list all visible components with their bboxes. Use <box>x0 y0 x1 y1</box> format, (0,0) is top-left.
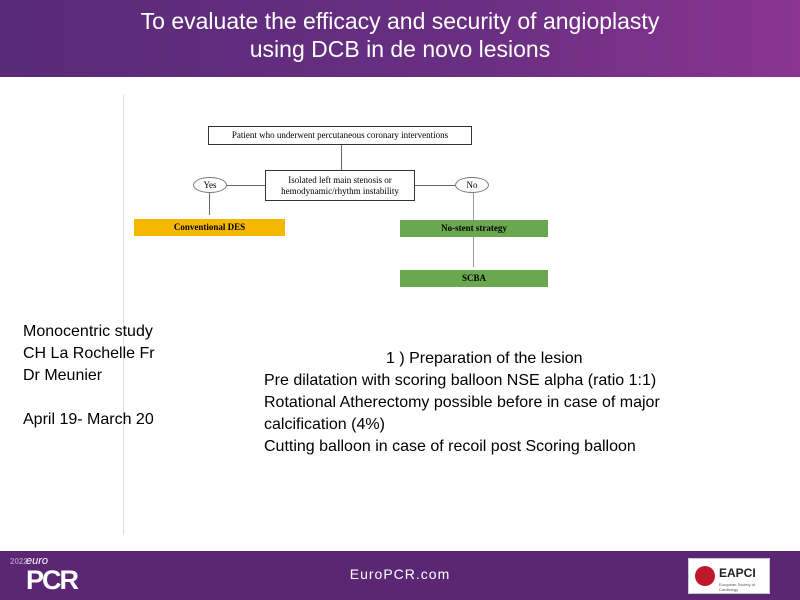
preparation-line: calcification (4%) <box>264 416 385 433</box>
preparation-line: Pre dilatation with scoring balloon NSE … <box>264 372 657 389</box>
esc-text: European Society of Cardiology <box>719 582 756 592</box>
logo-euro: euro <box>26 555 49 567</box>
eapci-text: EAPCI <box>719 566 756 580</box>
yes-label: Yes <box>193 177 227 193</box>
study-type: Monocentric study <box>23 323 153 340</box>
study-period: April 19- March 20 <box>23 411 154 428</box>
divider <box>123 95 124 535</box>
flow-start-box: Patient who underwent percutaneous coron… <box>208 126 472 145</box>
decision-line-2: hemodynamic/rhythm instability <box>281 186 399 196</box>
decision-line-1: Isolated left main stenosis or <box>288 175 392 185</box>
title-line-1: To evaluate the efficacy and security of… <box>140 8 660 34</box>
footer: 2022 euro PCR EuroPCR.com EAPCI European… <box>0 551 800 600</box>
study-center: CH La Rochelle Fr <box>23 345 155 362</box>
logo-pcr: PCR <box>26 565 79 595</box>
footer-url[interactable]: EuroPCR.com <box>349 566 451 582</box>
preparation-line: Rotational Atherectomy possible before i… <box>264 394 660 411</box>
preparation-line: Cutting balloon in case of recoil post S… <box>264 438 636 455</box>
logo-year: 2022 <box>10 557 28 566</box>
no-label: No <box>455 177 489 193</box>
heart-icon <box>695 566 715 586</box>
flow-decision-box: Isolated left main stenosis or hemodynam… <box>265 170 415 201</box>
title-line-2: using DCB in de novo lesions <box>249 36 551 62</box>
no-stent-box: No-stent strategy <box>400 220 548 237</box>
preparation-heading: 1 ) Preparation of the lesion <box>386 350 583 367</box>
eapci-logo: EAPCI European Society of Cardiology <box>688 558 770 594</box>
scba-box: SCBA <box>400 270 548 287</box>
preparation-text: 1 ) Preparation of the lesion Pre dilata… <box>264 348 660 458</box>
study-author: Dr Meunier <box>23 367 103 384</box>
study-info: Monocentric study CH La Rochelle Fr Dr M… <box>23 321 155 431</box>
conventional-des-box: Conventional DES <box>134 219 285 236</box>
slide-title: To evaluate the efficacy and security of… <box>0 0 800 77</box>
